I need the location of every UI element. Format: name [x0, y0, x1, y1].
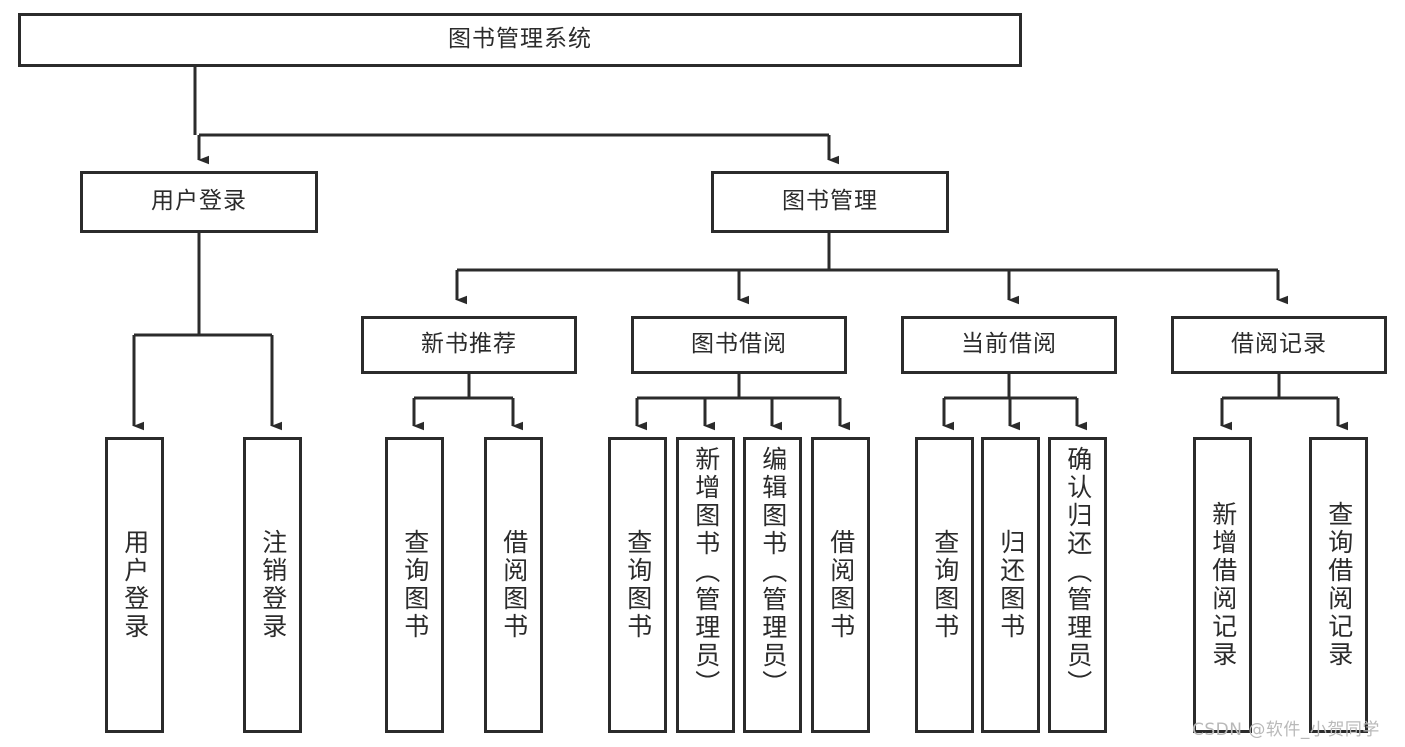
node-leaf-confirm-return-label: 确认归还（管理员） — [1063, 446, 1093, 698]
node-root[interactable]: 图书管理系统 — [18, 13, 1022, 67]
node-leaf-query-book-2[interactable]: 查询图书 — [608, 437, 667, 733]
node-book-borrow-label: 图书借阅 — [691, 331, 787, 358]
node-leaf-confirm-return[interactable]: 确认归还（管理员） — [1048, 437, 1107, 733]
node-leaf-borrow-book-1-label: 借阅图书 — [499, 529, 529, 641]
node-leaf-add-record-label: 新增借阅记录 — [1208, 501, 1238, 669]
node-leaf-query-book-3[interactable]: 查询图书 — [915, 437, 974, 733]
node-user-login-label: 用户登录 — [151, 188, 247, 215]
node-leaf-query-book-1-label: 查询图书 — [400, 529, 430, 641]
node-current-borrow-label: 当前借阅 — [961, 331, 1057, 358]
node-leaf-query-record-label: 查询借阅记录 — [1324, 501, 1354, 669]
node-leaf-query-book-3-label: 查询图书 — [930, 529, 960, 641]
node-root-label: 图书管理系统 — [448, 26, 592, 53]
node-leaf-query-book-2-label: 查询图书 — [623, 529, 653, 641]
node-leaf-logout-label: 注销登录 — [258, 529, 288, 641]
node-leaf-edit-book[interactable]: 编辑图书（管理员） — [743, 437, 802, 733]
node-new-book-rec-label: 新书推荐 — [421, 331, 517, 358]
node-leaf-query-book-1[interactable]: 查询图书 — [385, 437, 444, 733]
node-leaf-user-login[interactable]: 用户登录 — [105, 437, 164, 733]
node-borrow-record-label: 借阅记录 — [1231, 331, 1327, 358]
node-leaf-borrow-book-2-label: 借阅图书 — [826, 529, 856, 641]
node-leaf-edit-book-label: 编辑图书（管理员） — [758, 446, 788, 698]
node-new-book-rec[interactable]: 新书推荐 — [361, 316, 577, 374]
node-leaf-borrow-book-2[interactable]: 借阅图书 — [811, 437, 870, 733]
node-book-manage-label: 图书管理 — [782, 188, 878, 215]
node-leaf-add-book[interactable]: 新增图书（管理员） — [676, 437, 735, 733]
node-borrow-record[interactable]: 借阅记录 — [1171, 316, 1387, 374]
node-leaf-user-login-label: 用户登录 — [120, 529, 150, 641]
node-user-login[interactable]: 用户登录 — [80, 171, 318, 233]
node-leaf-return-book-label: 归还图书 — [996, 529, 1026, 641]
node-leaf-return-book[interactable]: 归还图书 — [981, 437, 1040, 733]
node-leaf-add-record[interactable]: 新增借阅记录 — [1193, 437, 1252, 733]
csdn-watermark: CSDN @软件_小贺同学 — [1192, 720, 1380, 740]
node-leaf-logout[interactable]: 注销登录 — [243, 437, 302, 733]
node-leaf-borrow-book-1[interactable]: 借阅图书 — [484, 437, 543, 733]
node-current-borrow[interactable]: 当前借阅 — [901, 316, 1117, 374]
node-leaf-add-book-label: 新增图书（管理员） — [691, 446, 721, 698]
node-leaf-query-record[interactable]: 查询借阅记录 — [1309, 437, 1368, 733]
node-book-borrow[interactable]: 图书借阅 — [631, 316, 847, 374]
node-book-manage[interactable]: 图书管理 — [711, 171, 949, 233]
